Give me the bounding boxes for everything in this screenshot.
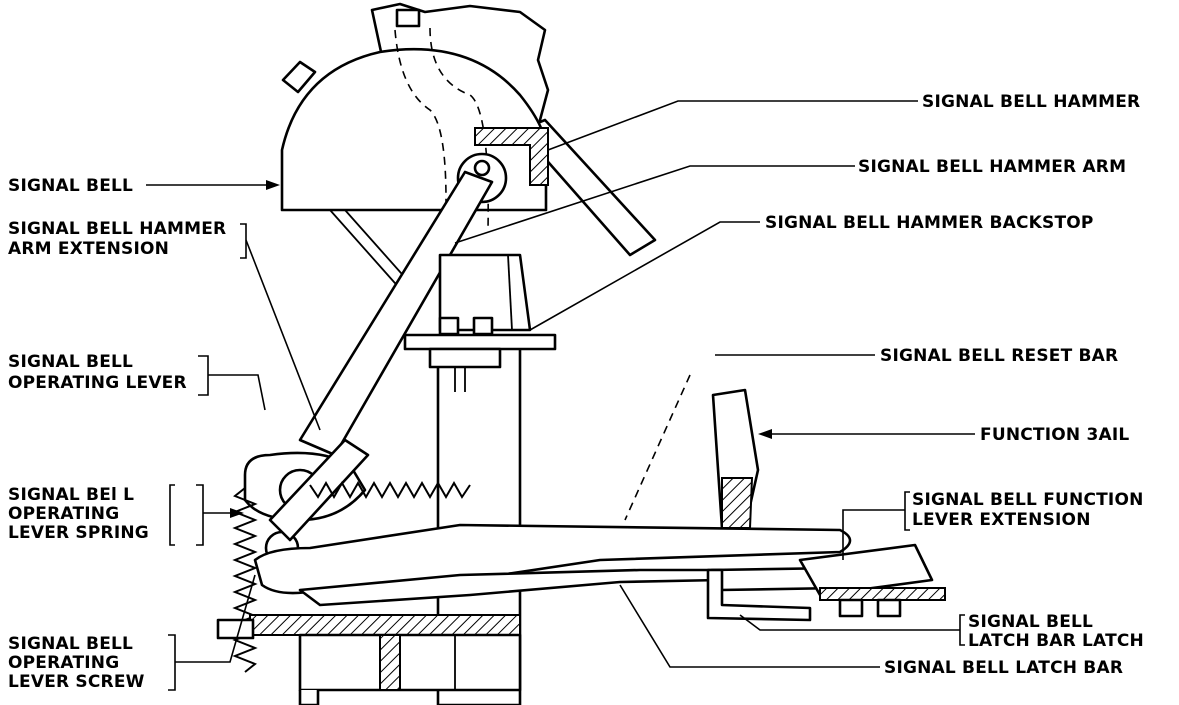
base-legs bbox=[298, 633, 522, 692]
column-plate bbox=[403, 333, 557, 351]
bracket-latch-bar-latch bbox=[959, 614, 965, 646]
label-function-lever-ext-line2: LEVER EXTENSION bbox=[912, 510, 1091, 530]
operating-lever-spring-vertical bbox=[232, 487, 258, 673]
bracket-lever-spring-right bbox=[196, 484, 204, 546]
leader-latch-bar bbox=[619, 584, 880, 668]
leader-lever-screw bbox=[175, 574, 256, 663]
bell-knob bbox=[281, 60, 317, 94]
label-signal-bell-hammer: SIGNAL BELL HAMMER bbox=[922, 92, 1140, 112]
hidden-outline bbox=[394, 29, 447, 241]
bracket-function-lever-ext bbox=[904, 491, 910, 531]
label-lever-spring-line3: LEVER SPRING bbox=[8, 523, 149, 543]
label-lever-screw-line3: LEVER SCREW bbox=[8, 672, 145, 692]
leader-hammer-arm bbox=[454, 165, 855, 244]
label-signal-bell-hammer-backstop: SIGNAL BELL HAMMER BACKSTOP bbox=[765, 213, 1094, 233]
base-foot bbox=[298, 690, 320, 705]
leader-lines bbox=[146, 100, 975, 691]
labels: SIGNAL BELL SIGNAL BELL HAMMER SIGNAL BE… bbox=[8, 92, 1144, 692]
label-hammer-arm-extension-line1: SIGNAL BELL HAMMER bbox=[8, 219, 226, 239]
latch-bar-latch bbox=[706, 568, 812, 622]
label-hammer-arm-extension-line2: ARM EXTENSION bbox=[8, 239, 169, 259]
bracket-lever-screw bbox=[168, 634, 176, 691]
reset-bar bbox=[253, 523, 852, 595]
operating-lever-spring-horizontal bbox=[309, 480, 471, 500]
bracket-operating-lever bbox=[198, 355, 209, 396]
column-wires bbox=[454, 367, 466, 392]
base-casting bbox=[249, 614, 521, 636]
label-operating-lever-line2: OPERATING LEVER bbox=[8, 373, 187, 393]
latch-plate bbox=[798, 543, 934, 597]
arrow-signal-bell bbox=[266, 180, 280, 190]
column-collar bbox=[428, 347, 502, 369]
leader-hammer bbox=[547, 100, 918, 151]
label-latch-bar-latch-line1: SIGNAL BELL bbox=[968, 612, 1093, 632]
latch-nut-2 bbox=[876, 598, 902, 618]
leader-function-lever-ext bbox=[842, 509, 905, 560]
label-lever-spring-line1: SIGNAL BEl L bbox=[8, 485, 134, 505]
hammer-arm-pin bbox=[473, 159, 491, 177]
label-latch-bar-latch-line2: LATCH BAR LATCH bbox=[968, 631, 1144, 651]
leader-operating-lever bbox=[208, 374, 266, 411]
plate-screw-2 bbox=[472, 316, 494, 336]
label-latch-bar: SIGNAL BELL LATCH BAR bbox=[884, 658, 1123, 678]
label-reset-bar: SIGNAL BELL RESET BAR bbox=[880, 346, 1118, 366]
leader-backstop bbox=[529, 221, 760, 331]
leader-latch-bar-latch bbox=[739, 614, 960, 631]
label-function-lever-ext-line1: SIGNAL BELL FUNCTION bbox=[912, 490, 1144, 510]
latch-base-plate bbox=[819, 587, 946, 601]
bell-screw bbox=[395, 8, 421, 28]
bracket-lever-spring-left bbox=[169, 484, 175, 546]
plate-screw-1 bbox=[438, 316, 460, 336]
label-operating-lever-line1: SIGNAL BELL bbox=[8, 352, 133, 372]
label-lever-screw-line2: OPERATING bbox=[8, 653, 119, 673]
leader-arm-extension bbox=[245, 239, 321, 431]
label-function-bail: FUNCTION 3AIL bbox=[980, 425, 1129, 445]
label-signal-bell: SIGNAL BELL bbox=[8, 176, 133, 196]
bracket-arm-extension bbox=[240, 223, 247, 259]
hammer-head bbox=[474, 127, 549, 186]
backstop-edge bbox=[507, 254, 513, 331]
hidden-outline-2 bbox=[429, 27, 489, 231]
label-signal-bell-hammer-arm: SIGNAL BELL HAMMER ARM bbox=[858, 157, 1126, 177]
arrow-lever-spring bbox=[230, 508, 244, 518]
function-bail-hatch bbox=[721, 477, 754, 529]
leader-reset-bar-dash bbox=[624, 374, 691, 521]
base-web bbox=[379, 634, 401, 691]
lever-arm-upper bbox=[268, 438, 370, 542]
label-lever-spring-line2: OPERATING bbox=[8, 504, 119, 524]
mechanism-drawing bbox=[216, 2, 946, 705]
label-lever-screw-line1: SIGNAL BELL bbox=[8, 634, 133, 654]
arrow-function-bail bbox=[758, 429, 772, 439]
latch-nut-1 bbox=[838, 598, 864, 618]
base-step bbox=[216, 618, 255, 640]
